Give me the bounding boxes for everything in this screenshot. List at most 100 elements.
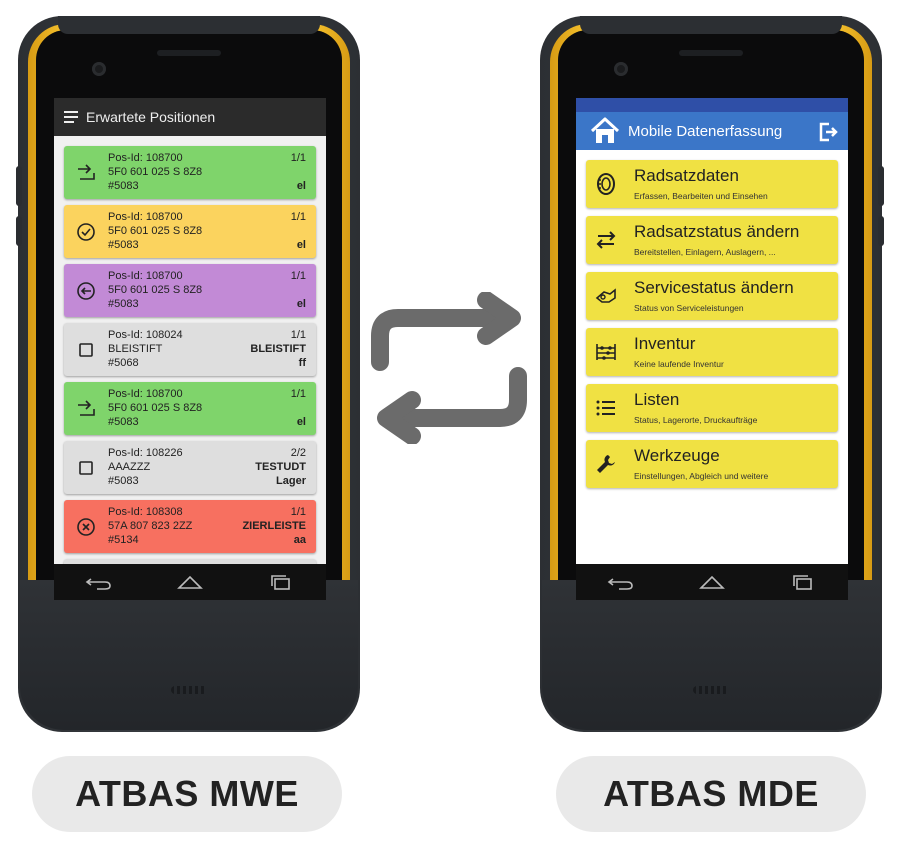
sync-arrows-icon xyxy=(371,292,527,444)
pos-id: Pos-Id: 108700 xyxy=(108,152,183,164)
menu-subtitle: Bereitstellen, Einlagern, Auslagern, ... xyxy=(634,247,776,257)
menu-subtitle: Status von Serviceleistungen xyxy=(634,303,744,313)
pos-id: Pos-Id: 108226 xyxy=(108,447,183,459)
swap-icon xyxy=(596,231,616,249)
count: 1/1 xyxy=(290,329,306,341)
phone-chin xyxy=(542,580,880,730)
check-circle-icon[interactable] xyxy=(76,222,96,242)
back-circle-icon[interactable] xyxy=(76,281,96,301)
app-title: Mobile Datenerfassung xyxy=(628,122,783,140)
speaker-grille xyxy=(693,686,729,694)
location: aa xyxy=(293,534,306,546)
status-bar xyxy=(576,98,848,112)
position-item[interactable]: Pos-Id: 108700 5F0 601 025 S 8Z8 #5083 1/1 e… xyxy=(64,264,316,317)
abacus-icon xyxy=(596,344,616,360)
phone-chin xyxy=(20,580,358,730)
menu-title: Werkzeuge xyxy=(634,446,720,465)
description: TESTUDT xyxy=(255,461,306,473)
home-icon[interactable] xyxy=(590,117,620,145)
order-ref: #5083 xyxy=(108,180,139,192)
list-icon xyxy=(596,400,615,416)
menu-subtitle: Status, Lagerorte, Druckaufträge xyxy=(634,415,758,425)
checkbox-icon[interactable] xyxy=(76,458,96,478)
mwe-screen: Erwartete Positionen Pos-Id: 108700 5F0 6… xyxy=(54,98,326,600)
wrench-icon xyxy=(597,455,615,473)
article-code: 5F0 601 025 S 8Z8 xyxy=(108,166,203,178)
order-ref: #5083 xyxy=(108,239,139,251)
back-nav-icon[interactable] xyxy=(85,573,113,591)
order-ref: #5083 xyxy=(108,475,139,487)
location: el xyxy=(296,298,306,310)
exit-arrow-icon[interactable] xyxy=(76,399,96,419)
earpiece xyxy=(679,50,743,56)
android-nav-bar xyxy=(576,564,848,600)
count: 1/1 xyxy=(290,388,306,400)
exit-arrow-icon[interactable] xyxy=(76,163,96,183)
position-item[interactable]: Pos-Id: 108700 5F0 601 025 S 8Z8 #5083 1/1 e… xyxy=(64,146,316,199)
home-nav-icon[interactable] xyxy=(698,573,726,591)
article-code: 5F0 601 025 S 8Z8 xyxy=(108,402,203,414)
pos-id: Pos-Id: 108308 xyxy=(108,506,183,518)
menu-subtitle: Keine laufende Inventur xyxy=(634,359,724,369)
pos-id: Pos-Id: 108700 xyxy=(108,270,183,282)
count: 2/2 xyxy=(290,447,306,459)
home-nav-icon[interactable] xyxy=(176,573,204,591)
front-camera xyxy=(614,62,628,76)
location: Lager xyxy=(276,475,306,487)
tire-icon xyxy=(597,173,615,195)
menu-title: Radsatzdaten xyxy=(634,166,739,185)
article-code: 5F0 601 025 S 8Z8 xyxy=(108,284,203,296)
menu-title: Listen xyxy=(634,390,680,409)
label-mde: ATBAS MDE xyxy=(556,756,866,832)
description: BLEISTIFT xyxy=(250,343,306,355)
mwe-app-bar: Erwartete Positionen xyxy=(54,98,326,136)
screen-title: Erwartete Positionen xyxy=(86,109,216,125)
article-code: 57A 807 823 2ZZ xyxy=(108,520,193,532)
x-circle-icon[interactable] xyxy=(76,517,96,537)
android-nav-bar xyxy=(54,564,326,600)
location: el xyxy=(296,239,306,251)
hamburger-menu-icon[interactable] xyxy=(64,111,78,123)
location: el xyxy=(296,416,306,428)
recents-nav-icon[interactable] xyxy=(267,573,295,591)
mde-app-bar: Mobile Datenerfassung xyxy=(576,112,848,150)
count: 1/1 xyxy=(290,211,306,223)
order-ref: #5068 xyxy=(108,357,139,369)
article-code: BLEISTIFT xyxy=(108,343,163,355)
back-nav-icon[interactable] xyxy=(607,573,635,591)
menu-title: Inventur xyxy=(634,334,696,353)
count: 1/1 xyxy=(290,152,306,164)
logout-icon[interactable] xyxy=(818,122,838,142)
menu-title: Radsatzstatus ändern xyxy=(634,222,800,241)
earpiece xyxy=(157,50,221,56)
phone-bumper xyxy=(58,16,320,34)
order-ref: #5083 xyxy=(108,298,139,310)
order-ref: #5134 xyxy=(108,534,139,546)
location: el xyxy=(296,180,306,192)
pos-id: Pos-Id: 108700 xyxy=(108,211,183,223)
count: 1/1 xyxy=(290,270,306,282)
label-mwe: ATBAS MWE xyxy=(32,756,342,832)
pos-id: Pos-Id: 108700 xyxy=(108,388,183,400)
recents-nav-icon[interactable] xyxy=(789,573,817,591)
phone-mwe: Erwartete Positionen Pos-Id: 108700 5F0 6… xyxy=(16,16,360,732)
front-camera xyxy=(92,62,106,76)
article-code: AAAZZZ xyxy=(108,461,151,473)
side-button xyxy=(16,166,22,206)
checkbox-icon[interactable] xyxy=(76,340,96,360)
service-icon xyxy=(595,288,616,303)
menu-subtitle: Einstellungen, Abgleich und weitere xyxy=(634,471,769,481)
